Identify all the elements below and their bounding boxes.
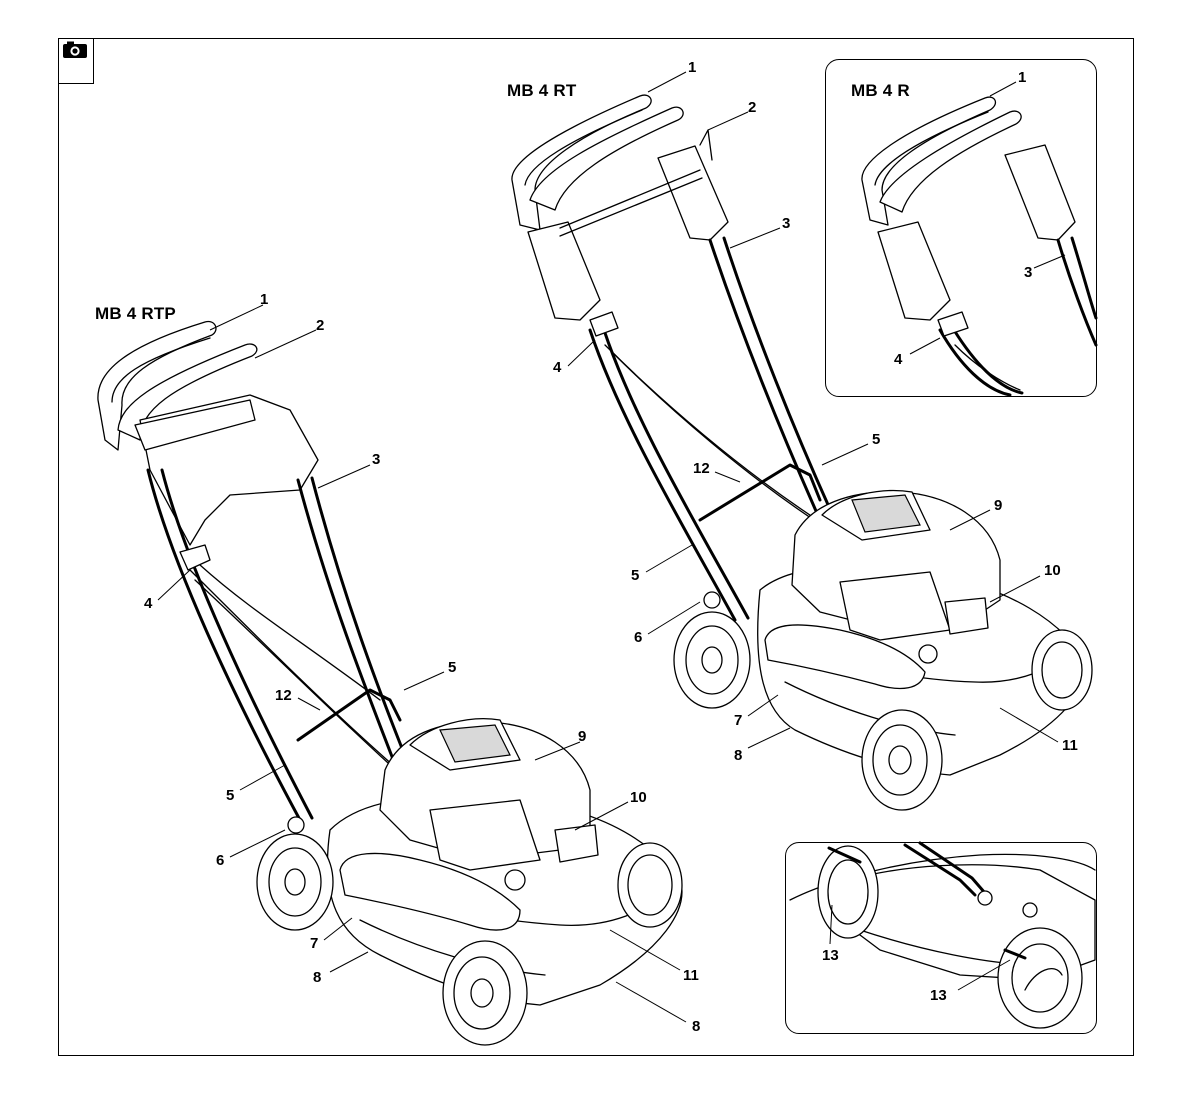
mower-rtp-illustration: [98, 321, 682, 1045]
callout-rtp-5b: 5: [226, 788, 234, 803]
callout-rtp-2: 2: [316, 318, 324, 333]
callout-rtp-5a: 5: [448, 660, 456, 675]
callout-rtp-3: 3: [372, 452, 380, 467]
mower-rt-illustration: [512, 95, 1092, 810]
callout-rt-8: 8: [734, 748, 742, 763]
callout-r-4: 4: [894, 352, 902, 367]
callout-rt-2: 2: [748, 100, 756, 115]
callout-rt-7: 7: [734, 713, 742, 728]
callout-rt-4: 4: [553, 360, 561, 375]
callout-rtp-12: 12: [275, 688, 292, 703]
callout-detail-13a: 13: [822, 948, 839, 963]
callout-rtp-1: 1: [260, 292, 268, 307]
callout-rt-1: 1: [688, 60, 696, 75]
callout-rt-6: 6: [634, 630, 642, 645]
callout-rtp-6: 6: [216, 853, 224, 868]
callout-rtp-8b: 8: [692, 1019, 700, 1034]
callout-rtp-9: 9: [578, 729, 586, 744]
callout-r-1: 1: [1018, 70, 1026, 85]
model-title-r: MB 4 R: [851, 81, 910, 101]
callout-rt-5b: 5: [631, 568, 639, 583]
callout-r-3: 3: [1024, 265, 1032, 280]
callout-rt-5a: 5: [872, 432, 880, 447]
callout-rt-11: 11: [1062, 738, 1078, 753]
callout-rt-12: 12: [693, 461, 710, 476]
callout-rtp-7: 7: [310, 936, 318, 951]
callout-rt-3: 3: [782, 216, 790, 231]
model-title-rt: MB 4 RT: [507, 81, 576, 101]
callout-rtp-11: 11: [683, 968, 699, 983]
callout-detail-13b: 13: [930, 988, 947, 1003]
callout-rtp-10: 10: [630, 790, 647, 805]
callout-rt-9: 9: [994, 498, 1002, 513]
callout-rtp-4: 4: [144, 596, 152, 611]
callout-rtp-8a: 8: [313, 970, 321, 985]
model-title-rtp: MB 4 RTP: [95, 304, 176, 324]
callout-rt-10: 10: [1044, 563, 1061, 578]
